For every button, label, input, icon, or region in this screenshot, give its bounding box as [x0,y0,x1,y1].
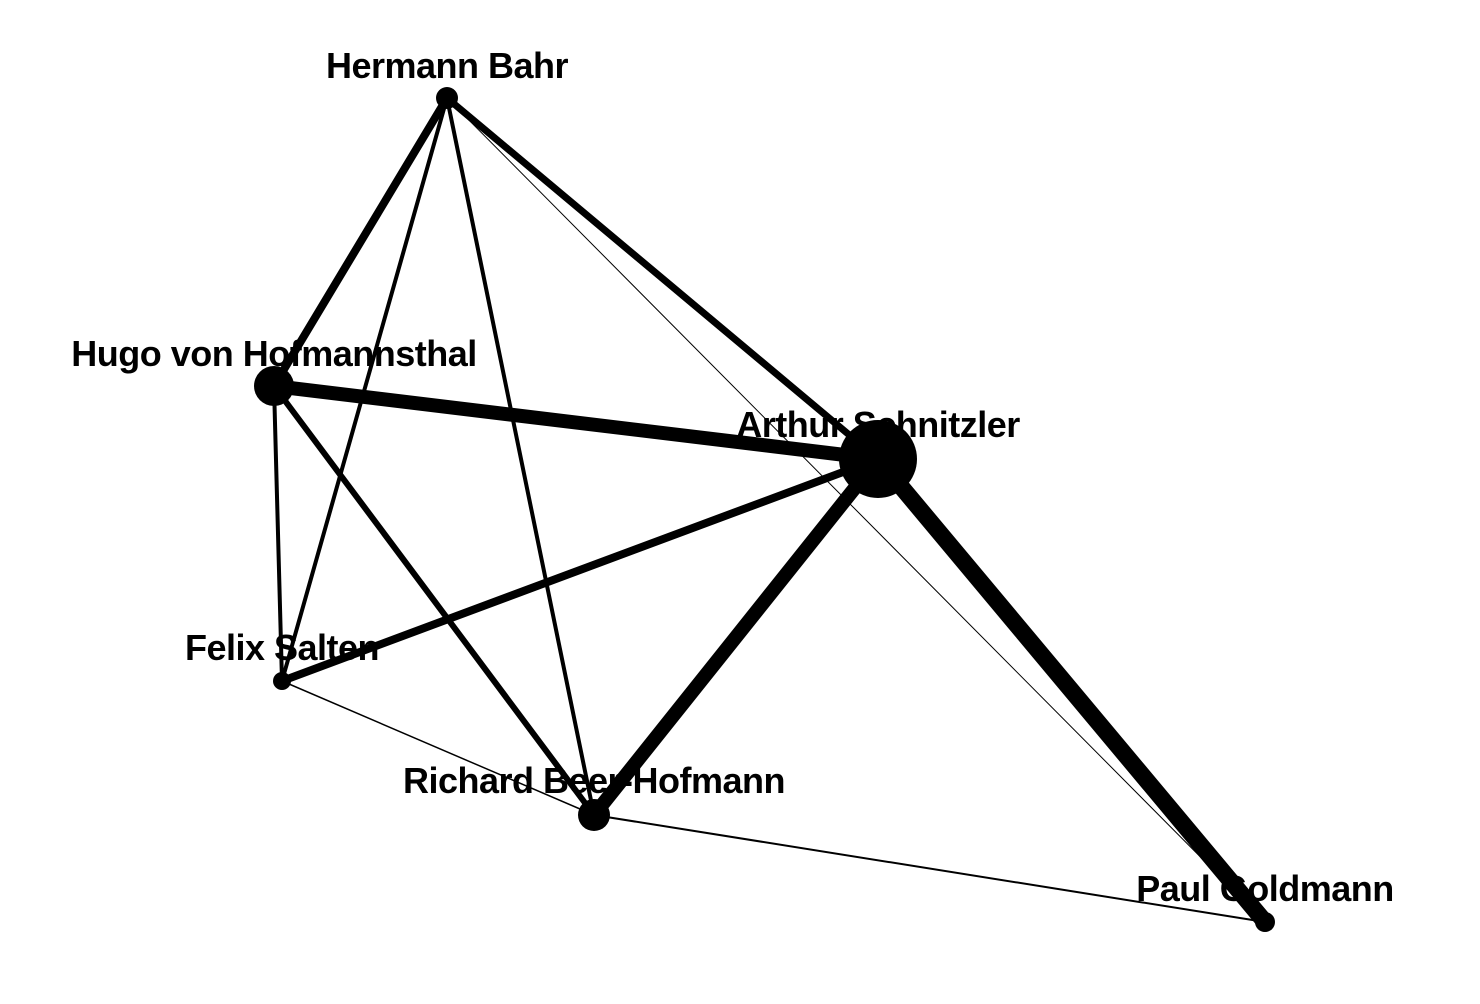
labels-layer: Hermann Bahr Hugo von Hofmannsthal Arthu… [71,45,1394,909]
edge-bahr-schnitzler [443,94,882,463]
node-label-arthur-schnitzler: Arthur Schnitzler [736,404,1020,445]
node-goldmann [1255,912,1275,932]
edges-layer [267,94,1274,931]
node-beer-hofmann [578,799,610,831]
edge-hofmannsthal-schnitzler [267,379,885,466]
node-label-hugo-von-hofmannsthal: Hugo von Hofmannsthal [71,333,477,374]
node-label-richard-beer-hofmann: Richard Beer-Hofmann [403,760,785,801]
node-salten [273,672,291,690]
edge-schnitzler-salten [278,455,882,685]
nodes-layer [254,87,1275,932]
edge-salten-beer-hofmann [281,680,595,816]
node-hofmannsthal [254,366,294,406]
edge-bahr-goldmann [446,97,1266,923]
edge-hofmannsthal-salten [272,384,284,683]
edge-bahr-hofmannsthal [270,94,451,390]
node-label-hermann-bahr: Hermann Bahr [326,45,569,86]
node-label-felix-salten: Felix Salten [185,627,379,668]
node-bahr [436,87,458,109]
edge-bahr-beer-hofmann [445,96,596,817]
node-label-paul-goldmann: Paul Goldmann [1136,868,1394,909]
edge-hofmannsthal-beer-hofmann [271,383,597,818]
edge-schnitzler-beer-hofmann [587,452,885,822]
edge-beer-hofmann-goldmann [593,814,1266,923]
edge-bahr-salten [280,96,449,683]
node-schnitzler [839,420,917,498]
edge-schnitzler-goldmann [869,450,1274,931]
